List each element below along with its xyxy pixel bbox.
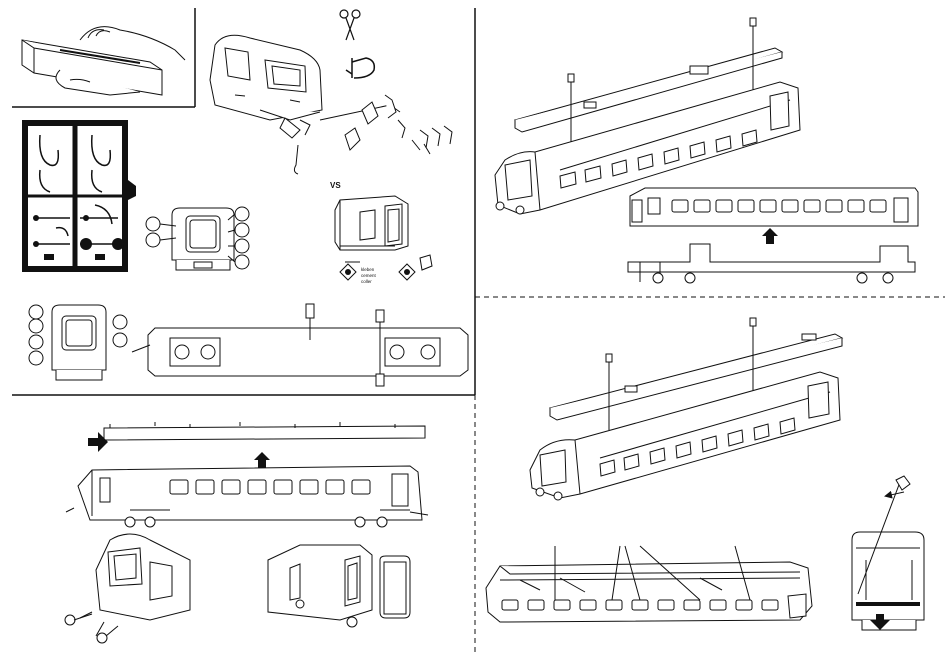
cab-front-numbered-parts xyxy=(29,305,127,380)
vs-label: VS xyxy=(330,181,341,190)
cab-coupler-detail-illustration xyxy=(210,35,452,174)
coupler-hook-part xyxy=(346,58,374,78)
chassis-underframe xyxy=(628,244,915,283)
glue-label-coller: coller xyxy=(361,279,372,284)
coach-interior-view xyxy=(486,546,812,622)
chassis-underside-view xyxy=(132,304,468,386)
arrow-up-shell xyxy=(762,228,778,244)
gangway-detail-illustration xyxy=(335,196,432,270)
scissors-icon xyxy=(340,10,360,40)
glue-label-cement: cement xyxy=(361,273,377,278)
cab-front-detail-parts xyxy=(146,207,249,270)
hands-opening-box-illustration xyxy=(22,27,185,95)
coach-shell-side-right xyxy=(630,188,918,226)
coach-body-isometric-lower xyxy=(530,372,840,500)
gangway-bellows-illustration xyxy=(268,545,410,627)
glue-warning-icon xyxy=(340,264,356,280)
parts-sprue-frame xyxy=(22,120,136,272)
roof-panel-removal xyxy=(104,422,425,440)
glue-warning-icon-2 xyxy=(399,264,415,280)
screwdriver-pry-illustration xyxy=(852,476,924,630)
coach-body-side-view xyxy=(66,466,428,527)
cab-buffer-illustration xyxy=(65,534,190,643)
glue-label-kleben: kleben xyxy=(361,267,375,272)
